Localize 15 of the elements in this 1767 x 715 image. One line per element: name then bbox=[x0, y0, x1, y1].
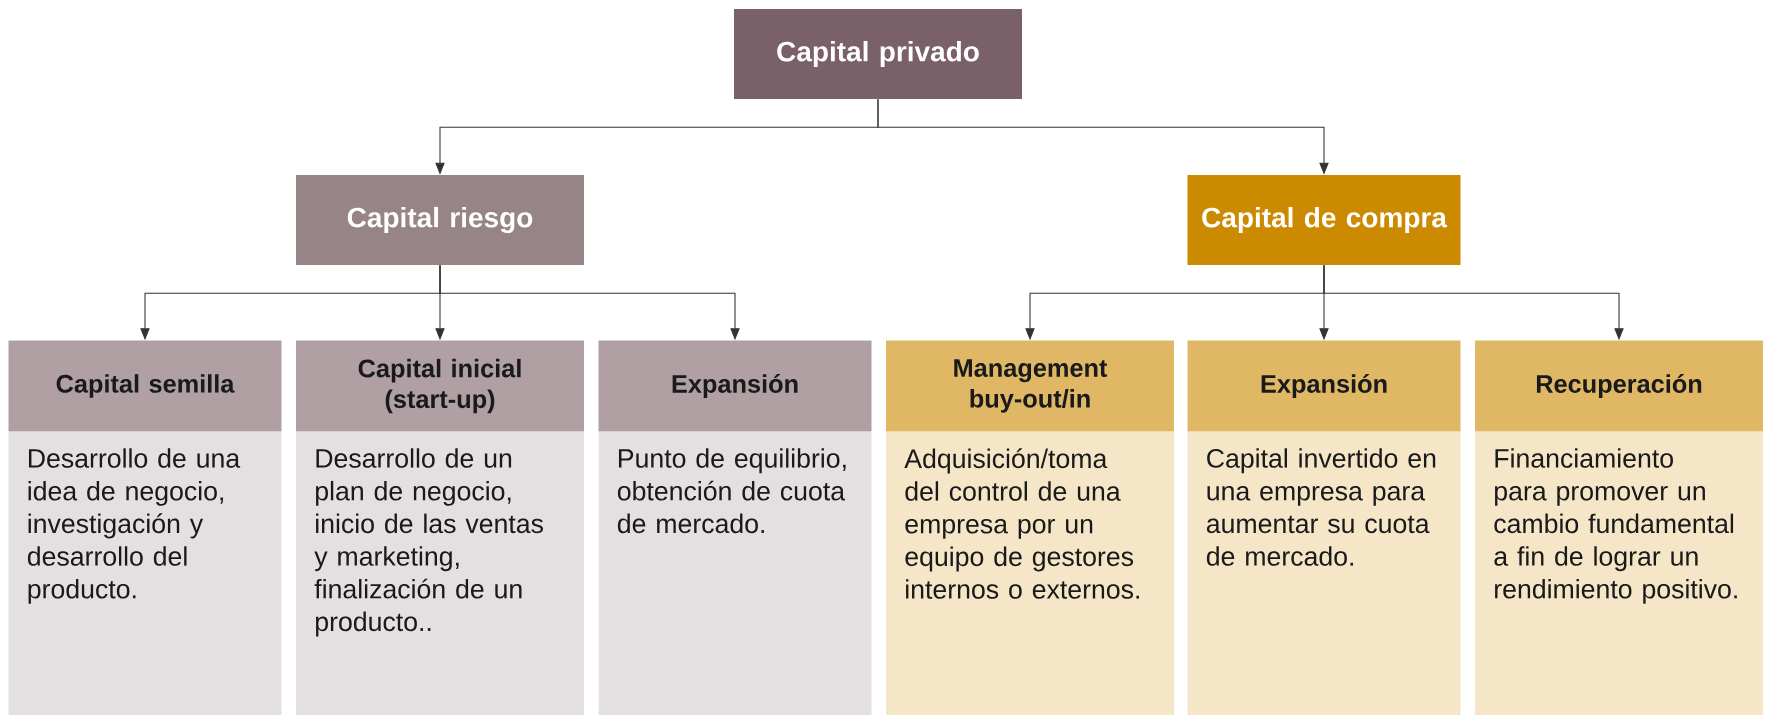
description-box: Punto de equilibrio, obtención de cuota de mercado. bbox=[598, 432, 872, 715]
column-header: Recuperación bbox=[1475, 340, 1763, 432]
description-box: Capital invertido en una empresa para aumentar su cuota de mercado. bbox=[1187, 432, 1461, 715]
column-header: Management buy-out/in bbox=[886, 340, 1174, 432]
description-box: Desarrollo de una idea de negocio, investigación y desarrollo del producto. bbox=[8, 432, 282, 715]
description-box: Desarrollo de un plan de negocio, inicio de las ventas y marketing, finalización de un producto.. bbox=[296, 432, 584, 715]
column-header: Capital inicial (start-up) bbox=[296, 340, 584, 432]
category-box: Capital privado bbox=[734, 9, 1022, 99]
category-box: Capital riesgo bbox=[296, 175, 584, 265]
column-header: Expansión bbox=[598, 340, 872, 432]
column-header: Capital semilla bbox=[8, 340, 282, 432]
description-box: Financiamiento para promover un cambio fundamental a fin de lograr un rendimiento positivo. bbox=[1475, 432, 1763, 715]
category-box: Capital de compra bbox=[1187, 175, 1461, 265]
column-header: Expansión bbox=[1187, 340, 1461, 432]
description-box: Adquisición/toma del control de una empresa por un equipo de gestores internos o externos. bbox=[886, 432, 1174, 715]
